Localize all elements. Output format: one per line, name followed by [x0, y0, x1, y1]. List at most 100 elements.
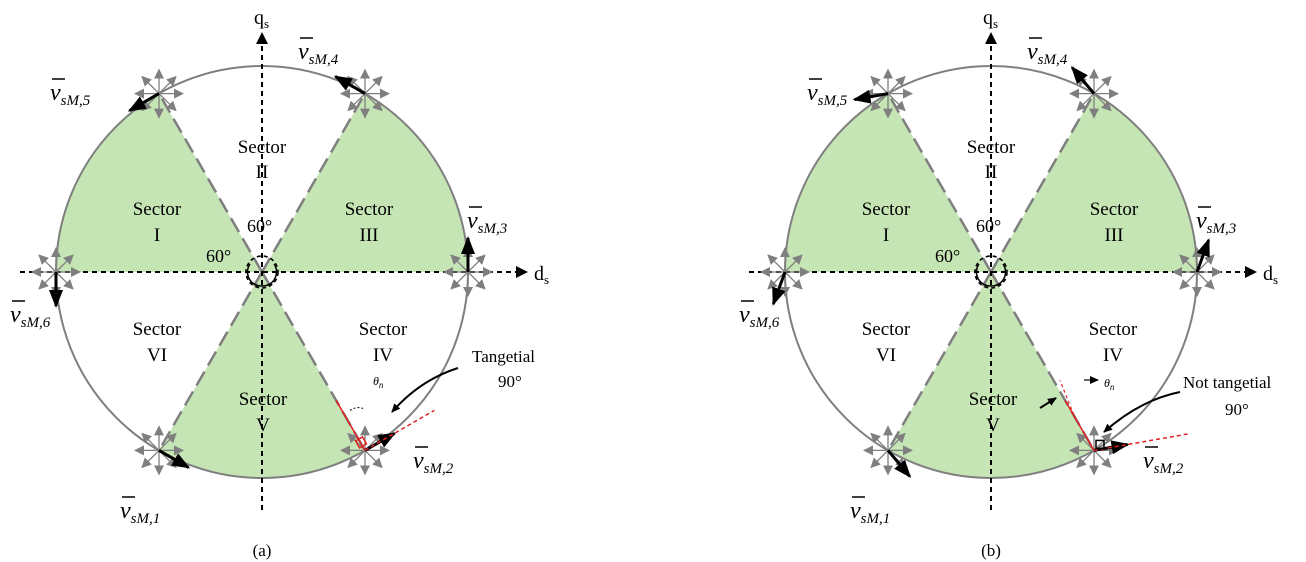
annotation-arrow — [1103, 391, 1181, 433]
small-vector-arrow — [1093, 449, 1112, 469]
voltage-vector-arrow-4 — [333, 75, 366, 95]
small-vector-arrow — [887, 93, 906, 112]
sector-vi-label: Sector — [133, 319, 182, 340]
sector-i-fill — [56, 93, 262, 272]
sector-i-fill — [785, 93, 991, 272]
sector-v-label: Sector — [969, 389, 1018, 410]
small-vector-arrow — [450, 271, 469, 290]
small-vector-arrow — [38, 254, 57, 273]
svg-text:vsM,3: vsM,3 — [467, 208, 507, 237]
annotation-arrow — [391, 367, 459, 413]
sector-iii-label: Sector — [345, 199, 394, 220]
vector-label-3: vsM,3 — [467, 206, 507, 237]
panel-a-labels: qs ds Sector II Sector I Sector III Sect… — [10, 7, 549, 560]
sector-vi-label: Sector — [862, 319, 911, 340]
radius-segment — [335, 400, 366, 451]
panel-b — [749, 32, 1257, 510]
caption-b: (b) — [981, 541, 1001, 560]
small-vector-arrow — [1093, 75, 1112, 95]
sector-ii-label: Sector — [238, 137, 287, 158]
svg-text:vsM,4: vsM,4 — [1027, 39, 1068, 68]
voltage-vector-arrow-6 — [771, 271, 787, 306]
svg-text:vsM,4: vsM,4 — [298, 39, 339, 68]
theta-label: θn — [1104, 376, 1115, 392]
small-vector-arrow — [1196, 254, 1215, 273]
svg-text:vsM,1: vsM,1 — [120, 498, 160, 527]
sector-ii-number: II — [985, 162, 998, 183]
annotation-line1: Tangetial — [472, 347, 535, 366]
small-vector-arrow — [450, 254, 469, 273]
reference-line — [1059, 380, 1077, 421]
annotation-line1: Not tangetial — [1183, 373, 1272, 392]
small-vector-arrow — [887, 75, 906, 95]
small-vector-arrow — [158, 75, 177, 95]
small-vector-arrow — [55, 271, 74, 290]
vector-label-5: vsM,5 — [807, 78, 848, 109]
annotation-line2: 90° — [498, 372, 522, 391]
angle-arc — [246, 263, 278, 287]
small-vector-arrow — [784, 254, 803, 273]
q-axis-label: qs — [983, 7, 998, 31]
small-vector-arrow — [870, 449, 889, 469]
vector-label-1: vsM,1 — [120, 496, 160, 527]
right-angle-marker — [1095, 439, 1105, 450]
d-axis-label: ds — [534, 263, 549, 287]
sector-border — [157, 92, 264, 273]
angle-label-top: 60° — [247, 216, 272, 236]
sector-v-number: V — [986, 415, 1000, 436]
vector-label-2: vsM,2 — [1143, 446, 1184, 477]
sector-border — [157, 271, 264, 452]
angle-arc — [975, 263, 1007, 287]
small-vector-arrow — [364, 93, 383, 112]
voltage-vector-arrow-5 — [127, 92, 160, 112]
small-vector-arrow — [1093, 93, 1112, 112]
vector-label-6: vsM,6 — [10, 300, 51, 331]
small-vector-arrow — [158, 432, 177, 451]
sector-vi-number: VI — [147, 345, 167, 366]
small-vector-arrow — [347, 93, 366, 112]
vector-layer — [31, 65, 1222, 479]
theta-angle-arrow — [1039, 397, 1057, 409]
voltage-vector-arrow-5 — [852, 89, 889, 104]
small-vector-arrow — [364, 449, 383, 469]
small-vector-arrow — [347, 449, 366, 469]
sector-iii-fill — [991, 93, 1197, 272]
sector-iv-label: Sector — [359, 319, 408, 340]
angle-marker-circle — [974, 255, 1008, 289]
vector-label-4: vsM,4 — [1027, 37, 1068, 68]
q-axis-label: qs — [254, 7, 269, 31]
small-vector-arrow — [870, 432, 889, 451]
small-vector-arrow — [467, 254, 486, 273]
small-vector-arrow — [55, 254, 74, 273]
svg-text:vsM,2: vsM,2 — [413, 448, 454, 477]
right-angle-marker — [354, 435, 368, 449]
small-vector-arrow — [141, 432, 160, 451]
small-vector-arrow — [158, 93, 177, 112]
voltage-vector-arrow-3 — [1195, 238, 1211, 273]
svg-text:vsM,3: vsM,3 — [1196, 208, 1236, 237]
sector-iii-number: III — [1105, 225, 1124, 246]
sector-iii-number: III — [360, 225, 379, 246]
panel-b-labels: qs ds Sector II Sector I Sector III Sect… — [739, 7, 1278, 560]
small-vector-arrow — [870, 75, 889, 95]
angle-label-left: 60° — [206, 246, 231, 266]
small-vector-arrow — [887, 432, 906, 451]
tangent-line — [364, 409, 435, 452]
annotation-line2: 90° — [1225, 400, 1249, 419]
small-vector-arrow — [870, 93, 889, 112]
sector-iii-label: Sector — [1090, 199, 1139, 220]
svg-text:vsM,5: vsM,5 — [50, 80, 91, 109]
vector-label-3: vsM,3 — [1196, 206, 1236, 237]
svg-text:vsM,6: vsM,6 — [739, 302, 780, 331]
small-vector-arrow — [467, 271, 486, 290]
small-vector-arrow — [38, 271, 57, 290]
caption-a: (a) — [253, 541, 272, 560]
sector-i-label: Sector — [862, 199, 911, 220]
svg-text:vsM,6: vsM,6 — [10, 302, 51, 331]
small-vector-arrow — [767, 271, 786, 290]
small-vector-arrow — [364, 75, 383, 95]
svg-text:vsM,2: vsM,2 — [1143, 448, 1184, 477]
small-vector-arrow — [141, 449, 160, 469]
small-vector-arrow — [1076, 449, 1095, 469]
